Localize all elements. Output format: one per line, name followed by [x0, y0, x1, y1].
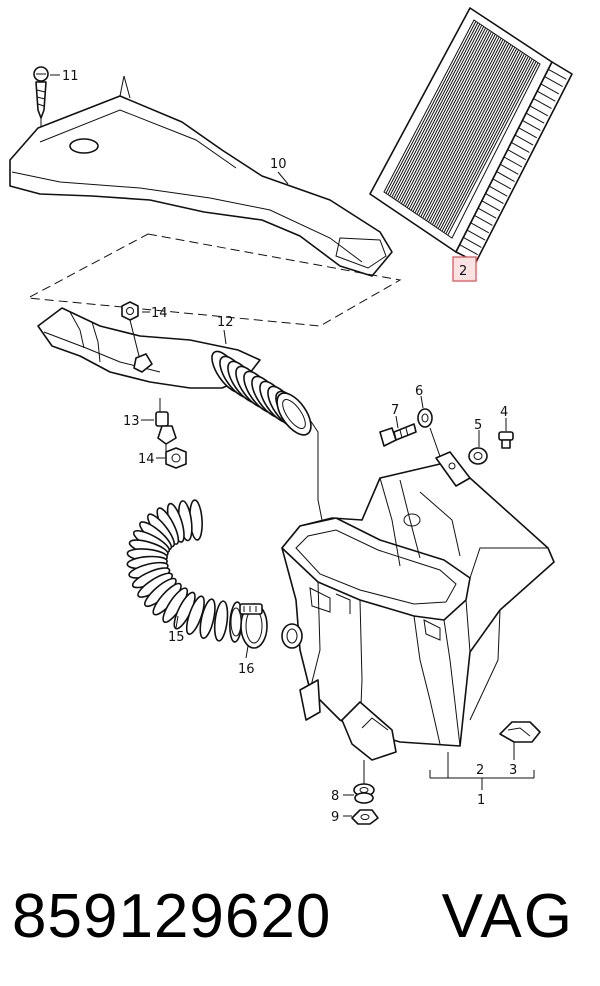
callout-2-bracket: 2 — [476, 763, 484, 778]
callout-16: 16 — [238, 662, 255, 677]
callout-4: 4 — [500, 405, 508, 420]
hose-clamp-16 — [239, 603, 268, 649]
callout-7: 7 — [391, 403, 399, 418]
bolt-4 — [498, 431, 514, 449]
rubber-bush-8 — [353, 783, 375, 804]
air-filter-housing-1 — [281, 451, 555, 761]
air-guide-duct-10 — [9, 75, 393, 277]
screw-11 — [33, 66, 49, 140]
seal-ring — [281, 623, 303, 649]
callout-14-lower: 14 — [138, 452, 155, 467]
callout-9: 9 — [331, 810, 339, 825]
callout-10: 10 — [270, 157, 287, 172]
spring-clip-9 — [351, 809, 379, 825]
callout-8: 8 — [331, 789, 339, 804]
callout-1: 1 — [477, 793, 485, 808]
callout-6: 6 — [415, 384, 423, 399]
washer-6 — [417, 408, 433, 428]
air-filter-element — [369, 7, 573, 263]
callout-2-highlighted[interactable]: 2 — [452, 256, 477, 282]
parts-diagram: 2 11 10 12 14 — [9, 7, 573, 825]
nut-14-upper — [121, 301, 153, 373]
callout-3: 3 — [509, 763, 517, 778]
part-number: 859129620 — [12, 882, 332, 951]
caption-bar: 859129620 VAG — [0, 860, 600, 986]
callout-15: 15 — [168, 630, 185, 645]
brand-name: VAG — [441, 882, 574, 951]
assembly-bracket — [429, 752, 535, 790]
callout-11: 11 — [62, 69, 79, 84]
clip-3 — [499, 721, 541, 760]
nut-14-lower — [165, 447, 187, 469]
callout-5: 5 — [474, 418, 482, 433]
bolt-7 — [379, 423, 417, 447]
intake-bellows-12 — [211, 350, 312, 436]
callout-14-upper: 14 — [151, 306, 168, 321]
callout-2-label: 2 — [459, 264, 467, 279]
duct-dashed-outline — [26, 233, 402, 327]
callout-12: 12 — [217, 315, 234, 330]
stud-13 — [155, 398, 177, 452]
callout-13: 13 — [123, 414, 140, 429]
intake-hose-15 — [126, 499, 243, 643]
rubber-mount-5 — [468, 447, 488, 465]
